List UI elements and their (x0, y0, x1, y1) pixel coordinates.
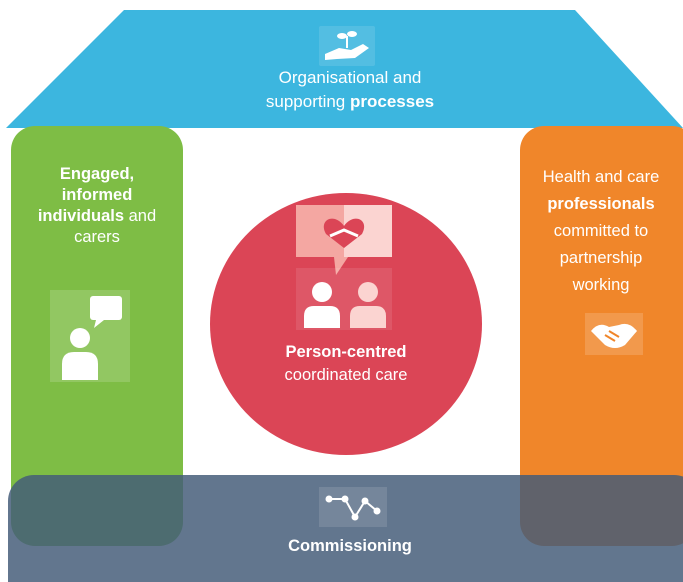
left-line-2: informed (61, 186, 133, 204)
roof-line-2: supporting processes (180, 90, 520, 114)
hand-plant-icon (319, 26, 375, 66)
right-pillar-label: Health and care professionals committed … (528, 164, 674, 299)
left-line-4: carers (74, 228, 120, 246)
right-line-3: committed to (553, 222, 649, 240)
left-line-3-bold: individuals (37, 207, 125, 225)
handshake-icon (585, 313, 643, 355)
right-line-1: Health and care (542, 168, 660, 186)
base-label: Commissioning (288, 537, 412, 555)
network-icon (319, 487, 387, 527)
roof-line-2-bold: processes (350, 92, 435, 111)
right-line-5: working (572, 276, 630, 294)
person-speech-icon (50, 290, 130, 382)
roof-line-2-plain: supporting (265, 92, 350, 111)
left-pillar-label: Engaged, informed individuals and carers (16, 164, 178, 248)
roof-line-1: Organisational and (278, 68, 422, 87)
center-line-2: coordinated care (284, 366, 408, 384)
left-line-3-plain: and (124, 207, 157, 225)
roof-label: Organisational and supporting processes (180, 66, 520, 114)
left-line-1: Engaged, (59, 165, 135, 183)
base-commissioning (8, 475, 683, 582)
right-line-2: professionals (547, 195, 655, 213)
center-label: Person-centred coordinated care (230, 341, 462, 387)
right-line-4: partnership (559, 249, 643, 267)
center-line-1: Person-centred (285, 343, 407, 361)
